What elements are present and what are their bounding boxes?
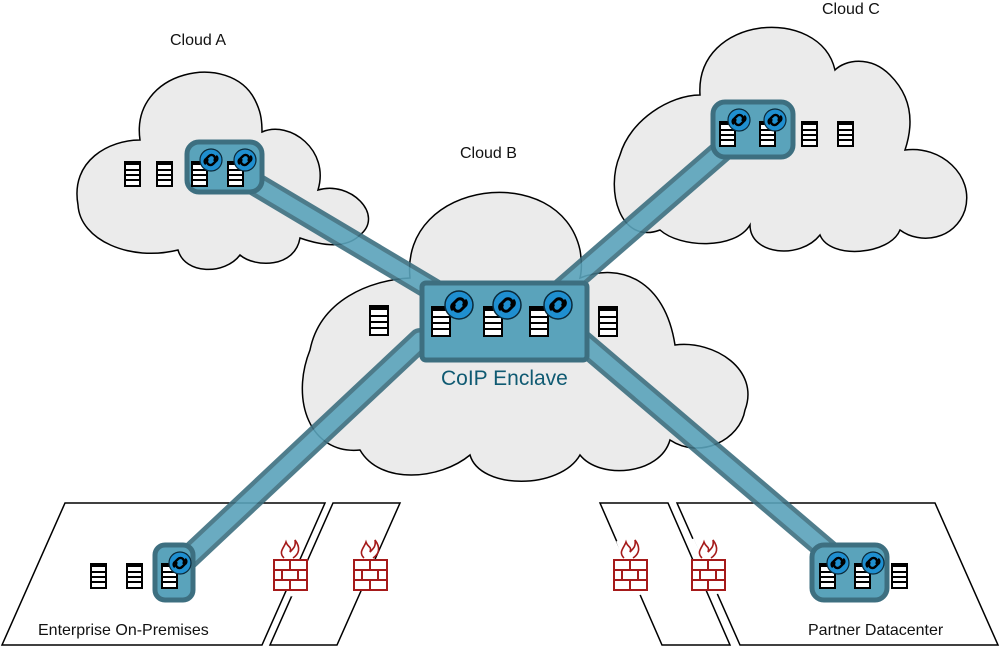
chain-link-icon (762, 107, 788, 133)
chain-link-icon (232, 147, 258, 173)
cloud-c-label: Cloud C (822, 1, 880, 18)
chain-link-icon (167, 550, 193, 576)
enclave-tunnels (163, 123, 862, 582)
chain-link-icon (825, 550, 851, 576)
partner-label: Partner Datacenter (808, 622, 944, 639)
server-icon (837, 121, 854, 147)
chain-link-icon (726, 107, 752, 133)
server-icon (598, 306, 618, 337)
server-icon (126, 563, 143, 589)
server-icon (801, 121, 818, 147)
server-icon (369, 305, 389, 336)
chain-link-icon (860, 550, 886, 576)
enclave-label: CoIP Enclave (441, 367, 568, 390)
server-icon (156, 161, 173, 187)
enterprise-label: Enterprise On-Premises (38, 622, 209, 639)
chain-link-icon (542, 289, 574, 321)
chain-link-icon (198, 147, 224, 173)
chain-link-icon (491, 289, 523, 321)
server-icon (891, 563, 908, 589)
cloud-a-label: Cloud A (170, 32, 227, 49)
server-icon (90, 563, 107, 589)
chain-link-icon (443, 289, 475, 321)
cloud-b-label: Cloud B (460, 145, 517, 162)
server-icon (124, 161, 141, 187)
